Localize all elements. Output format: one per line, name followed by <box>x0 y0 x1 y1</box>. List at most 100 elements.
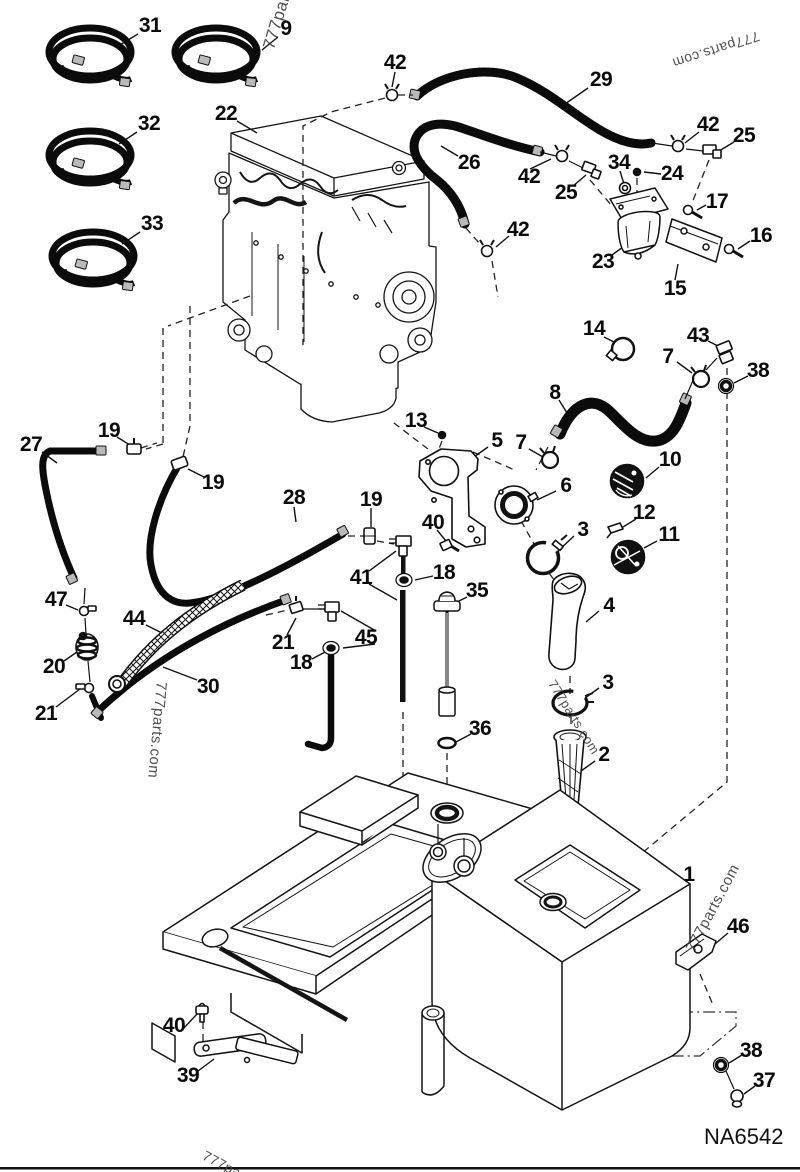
part-22-engine-illustration <box>214 115 437 423</box>
part-label-28: 28 <box>282 486 306 509</box>
part-label-7: 7 <box>662 345 674 368</box>
part-label-16: 16 <box>749 224 773 247</box>
part-label-4: 4 <box>603 594 615 617</box>
part-label-39: 39 <box>176 1064 200 1087</box>
part-43-fitting <box>715 340 734 365</box>
part-3-clamp <box>551 689 594 717</box>
part-27-hose <box>39 447 107 582</box>
part-label-47: 47 <box>44 588 68 611</box>
part-label-17: 17 <box>705 190 729 213</box>
part-label-3: 3 <box>577 518 589 541</box>
part-18-grommet <box>322 640 340 656</box>
part-26-hose <box>409 119 545 229</box>
part-4-filler-tube <box>548 572 587 671</box>
part-13-pin <box>437 430 447 440</box>
part-23-fuel-filter <box>609 187 669 260</box>
part-7-clamp <box>690 364 711 389</box>
fittings <box>75 83 744 1108</box>
part-38-grommet <box>712 1056 730 1074</box>
part-label-19: 19 <box>97 419 121 442</box>
part-42-clamp <box>479 239 495 258</box>
part-40-bolt <box>195 1002 209 1023</box>
part-36-o-ring <box>437 736 457 750</box>
hose-end-caps <box>65 88 692 720</box>
part-9-coiled-hose <box>175 28 257 87</box>
part-17-bolt <box>682 204 703 220</box>
part-42-clamp <box>554 144 570 163</box>
part-label-15: 15 <box>663 277 687 300</box>
part-3-clamp <box>525 534 568 576</box>
part-label-36: 36 <box>468 717 492 740</box>
part-label-7: 7 <box>515 431 527 454</box>
part-label-18: 18 <box>432 561 456 584</box>
part-5-bracket <box>418 448 486 548</box>
part-34-nut <box>618 181 632 195</box>
part-25-elbow-fitting <box>581 160 602 180</box>
part-19-fitting <box>363 527 376 545</box>
page-bottom-border <box>0 1167 800 1170</box>
part-label-25: 25 <box>554 181 578 204</box>
part-41-tube <box>400 590 406 702</box>
leader-lines <box>41 33 756 1095</box>
part-19-fitting <box>126 438 142 455</box>
part-35-fuel-sender <box>433 591 461 750</box>
part-label-27: 27 <box>19 433 43 456</box>
part-label-40: 40 <box>421 511 445 534</box>
hoses <box>39 67 692 752</box>
part-21-fitting <box>288 596 304 615</box>
part-label-22: 22 <box>214 102 238 125</box>
part-6-filler-flange <box>494 485 539 525</box>
part-28-hose <box>146 464 347 607</box>
part-16-bolt <box>723 243 744 259</box>
drawing-code: NA6542 <box>704 1124 784 1149</box>
part-label-46: 46 <box>726 915 750 938</box>
part-39-bracket <box>193 1033 299 1065</box>
part-label-41: 41 <box>349 566 373 589</box>
part-label-26: 26 <box>457 151 481 174</box>
part-label-10: 10 <box>658 448 682 471</box>
part-12-clip <box>606 522 624 539</box>
part-label-25: 25 <box>732 124 756 147</box>
part-29-hose <box>412 67 656 149</box>
part-45-elbow <box>318 601 340 622</box>
part-42-clamp <box>384 83 400 102</box>
part-21-fitting <box>75 682 95 694</box>
part-label-5: 5 <box>491 429 503 452</box>
part-10-fuel-cap <box>609 463 645 499</box>
part-label-32: 32 <box>137 112 161 135</box>
part-label-31: 31 <box>138 14 162 37</box>
part-label-1: 1 <box>683 863 695 886</box>
part-32-coiled-hose <box>49 131 131 190</box>
part-label-44: 44 <box>122 607 146 630</box>
part-label-19: 19 <box>201 471 225 494</box>
part-label-2: 2 <box>598 743 610 766</box>
part-30-hose <box>93 596 290 716</box>
part-label-38: 38 <box>739 1039 763 1062</box>
part-label-3: 3 <box>602 671 614 694</box>
part-label-13: 13 <box>404 409 428 432</box>
part-41-elbow <box>389 535 412 557</box>
part-19-fitting <box>170 455 189 471</box>
part-label-9: 9 <box>280 17 292 40</box>
part-25-elbow-fitting <box>702 144 722 159</box>
part-label-19: 19 <box>359 488 383 511</box>
part-8-hose <box>554 397 692 447</box>
part-47-fitting <box>78 605 97 617</box>
filler-assembly <box>418 448 646 815</box>
part-31-coiled-hose <box>49 28 131 87</box>
part-label-20: 20 <box>42 655 66 678</box>
part-label-24: 24 <box>660 162 684 185</box>
part-label-34: 34 <box>607 151 631 174</box>
part-label-38: 38 <box>746 359 770 382</box>
part-label-14: 14 <box>582 317 606 340</box>
part-label-11: 11 <box>658 523 680 546</box>
part-14-clamp <box>605 336 636 362</box>
part-label-18: 18 <box>289 651 313 674</box>
part-38-grommet <box>717 377 735 395</box>
part-label-40: 40 <box>162 1014 186 1037</box>
part-label-21: 21 <box>271 631 295 654</box>
part-18-grommet <box>395 572 413 588</box>
part-label-29: 29 <box>589 68 613 91</box>
part-label-23: 23 <box>591 250 615 273</box>
